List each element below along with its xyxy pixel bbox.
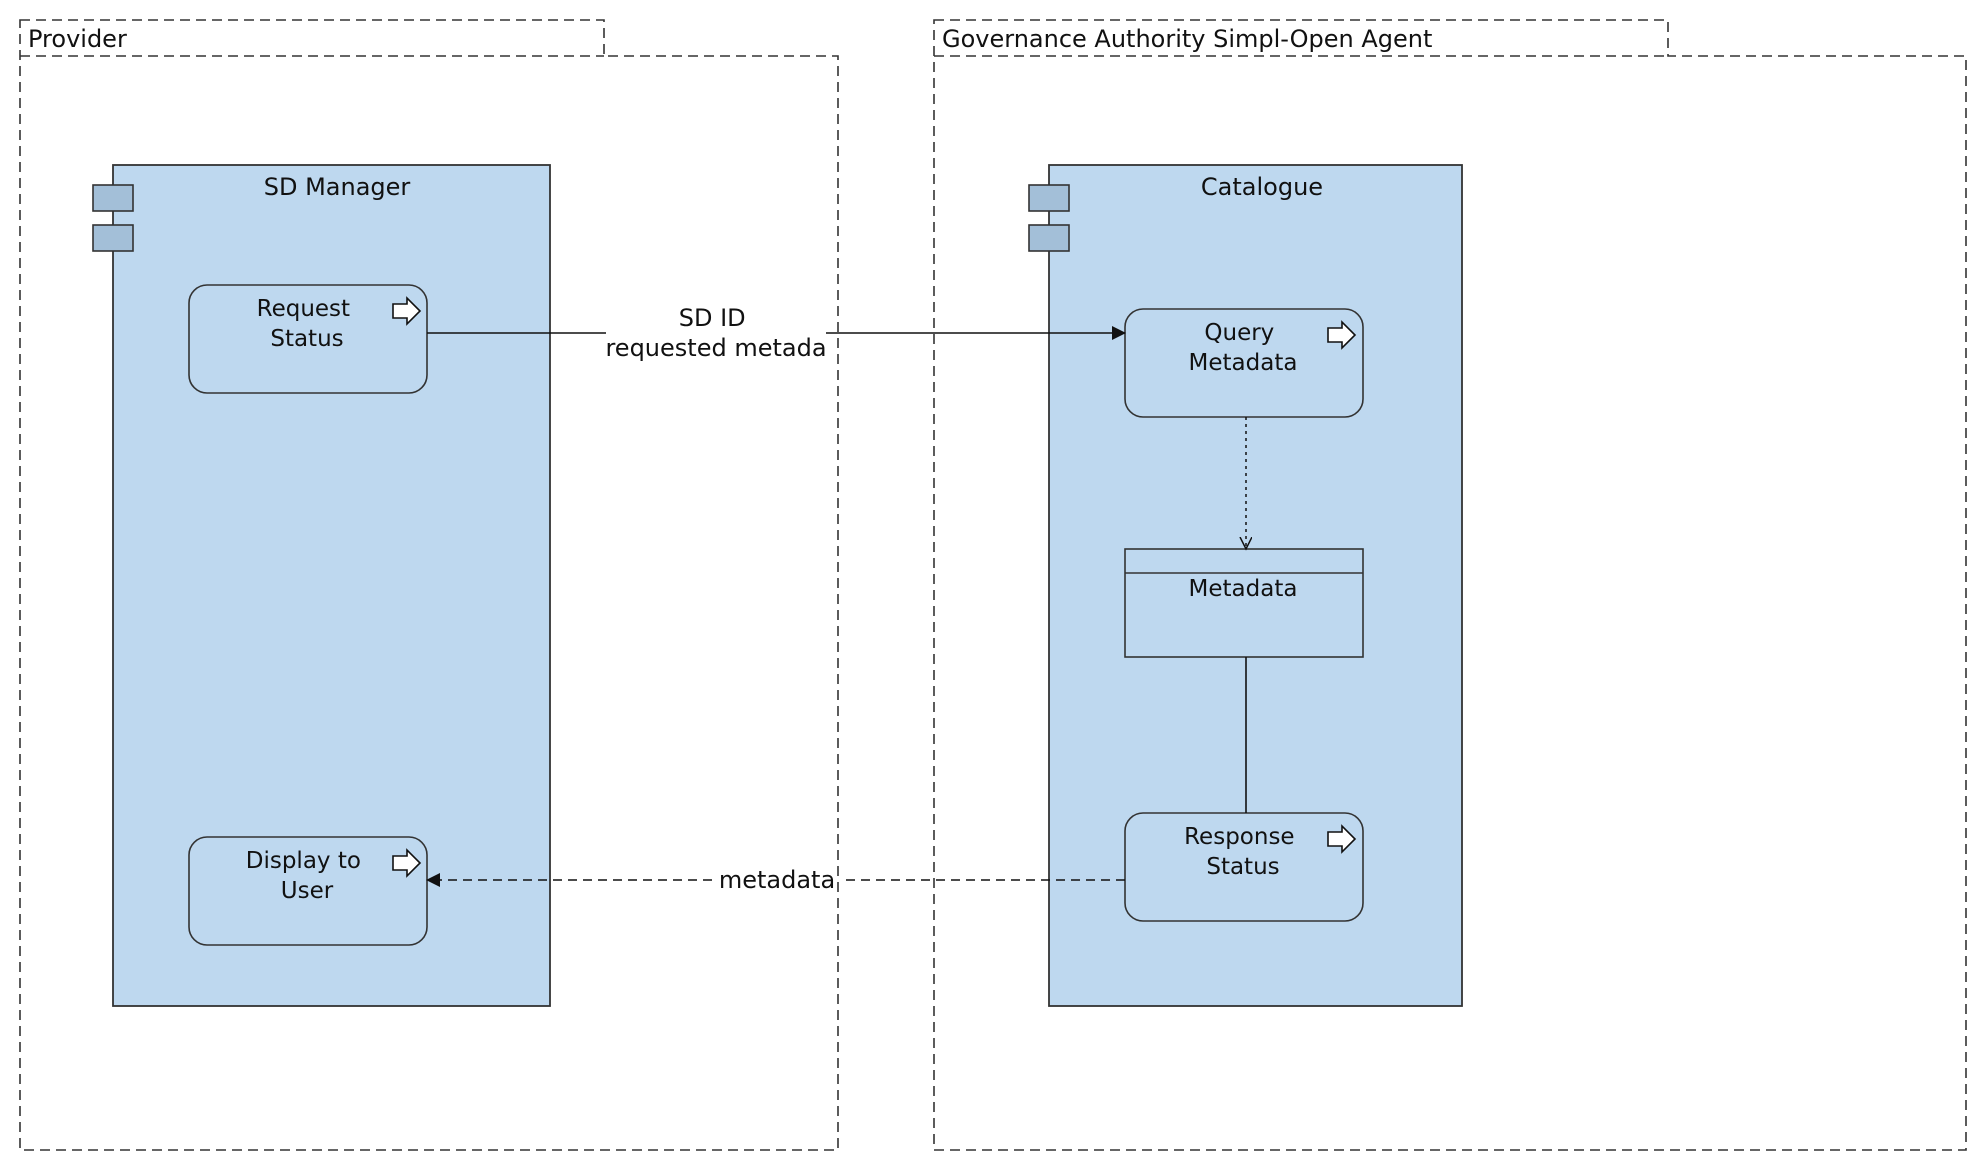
metadata-object-label: Metadata [1189, 576, 1298, 602]
request-status-label-line1: Request [257, 296, 350, 322]
governance-frame: Governance Authority Simpl-Open Agent [933, 19, 1967, 1151]
request-status-label-line2: Status [270, 326, 343, 352]
action-arrow-icon [1327, 320, 1357, 350]
query-metadata-label-line1: Query [1204, 320, 1274, 346]
component-port-icon [1028, 184, 1070, 212]
request-status-label: Request Status [257, 296, 358, 352]
provider-frame-label: Provider [28, 25, 127, 53]
governance-frame-label: Governance Authority Simpl-Open Agent [942, 25, 1432, 53]
component-port-icon [92, 224, 134, 252]
response-edge-label: metadata [719, 866, 835, 894]
action-arrow-icon [392, 296, 422, 326]
display-to-user-action[interactable]: Display to User [188, 836, 428, 946]
sd-manager-label: SD Manager [264, 173, 411, 201]
provider-frame: Provider [19, 19, 839, 1151]
component-port-icon [1028, 224, 1070, 252]
response-edge[interactable]: metadata [426, 866, 1125, 894]
action-arrow-icon [392, 848, 422, 878]
action-arrow-icon [1327, 824, 1357, 854]
response-status-label-line1: Response [1184, 824, 1294, 850]
request-edge[interactable]: SD ID requested metada [427, 304, 1126, 362]
response-status-label: Response Status [1184, 824, 1302, 880]
metadata-data-object[interactable]: Metadata [1124, 548, 1364, 658]
request-edge-label: SD ID requested metada [605, 304, 826, 362]
display-to-user-label-line1: Display to [246, 848, 361, 874]
query-metadata-label-line2: Metadata [1189, 350, 1298, 376]
catalogue-label: Catalogue [1201, 173, 1323, 201]
display-to-user-label: Display to User [246, 848, 369, 904]
request-edge-label-line2: requested metada [605, 334, 826, 362]
response-status-action[interactable]: Response Status [1124, 812, 1364, 922]
component-port-icon [92, 184, 134, 212]
query-metadata-action[interactable]: Query Metadata [1124, 308, 1364, 418]
request-status-action[interactable]: Request Status [188, 284, 428, 394]
request-edge-label-line1: SD ID [679, 304, 746, 332]
response-status-label-line2: Status [1206, 854, 1279, 880]
display-to-user-label-line2: User [281, 878, 334, 904]
query-metadata-label: Query Metadata [1189, 320, 1298, 376]
